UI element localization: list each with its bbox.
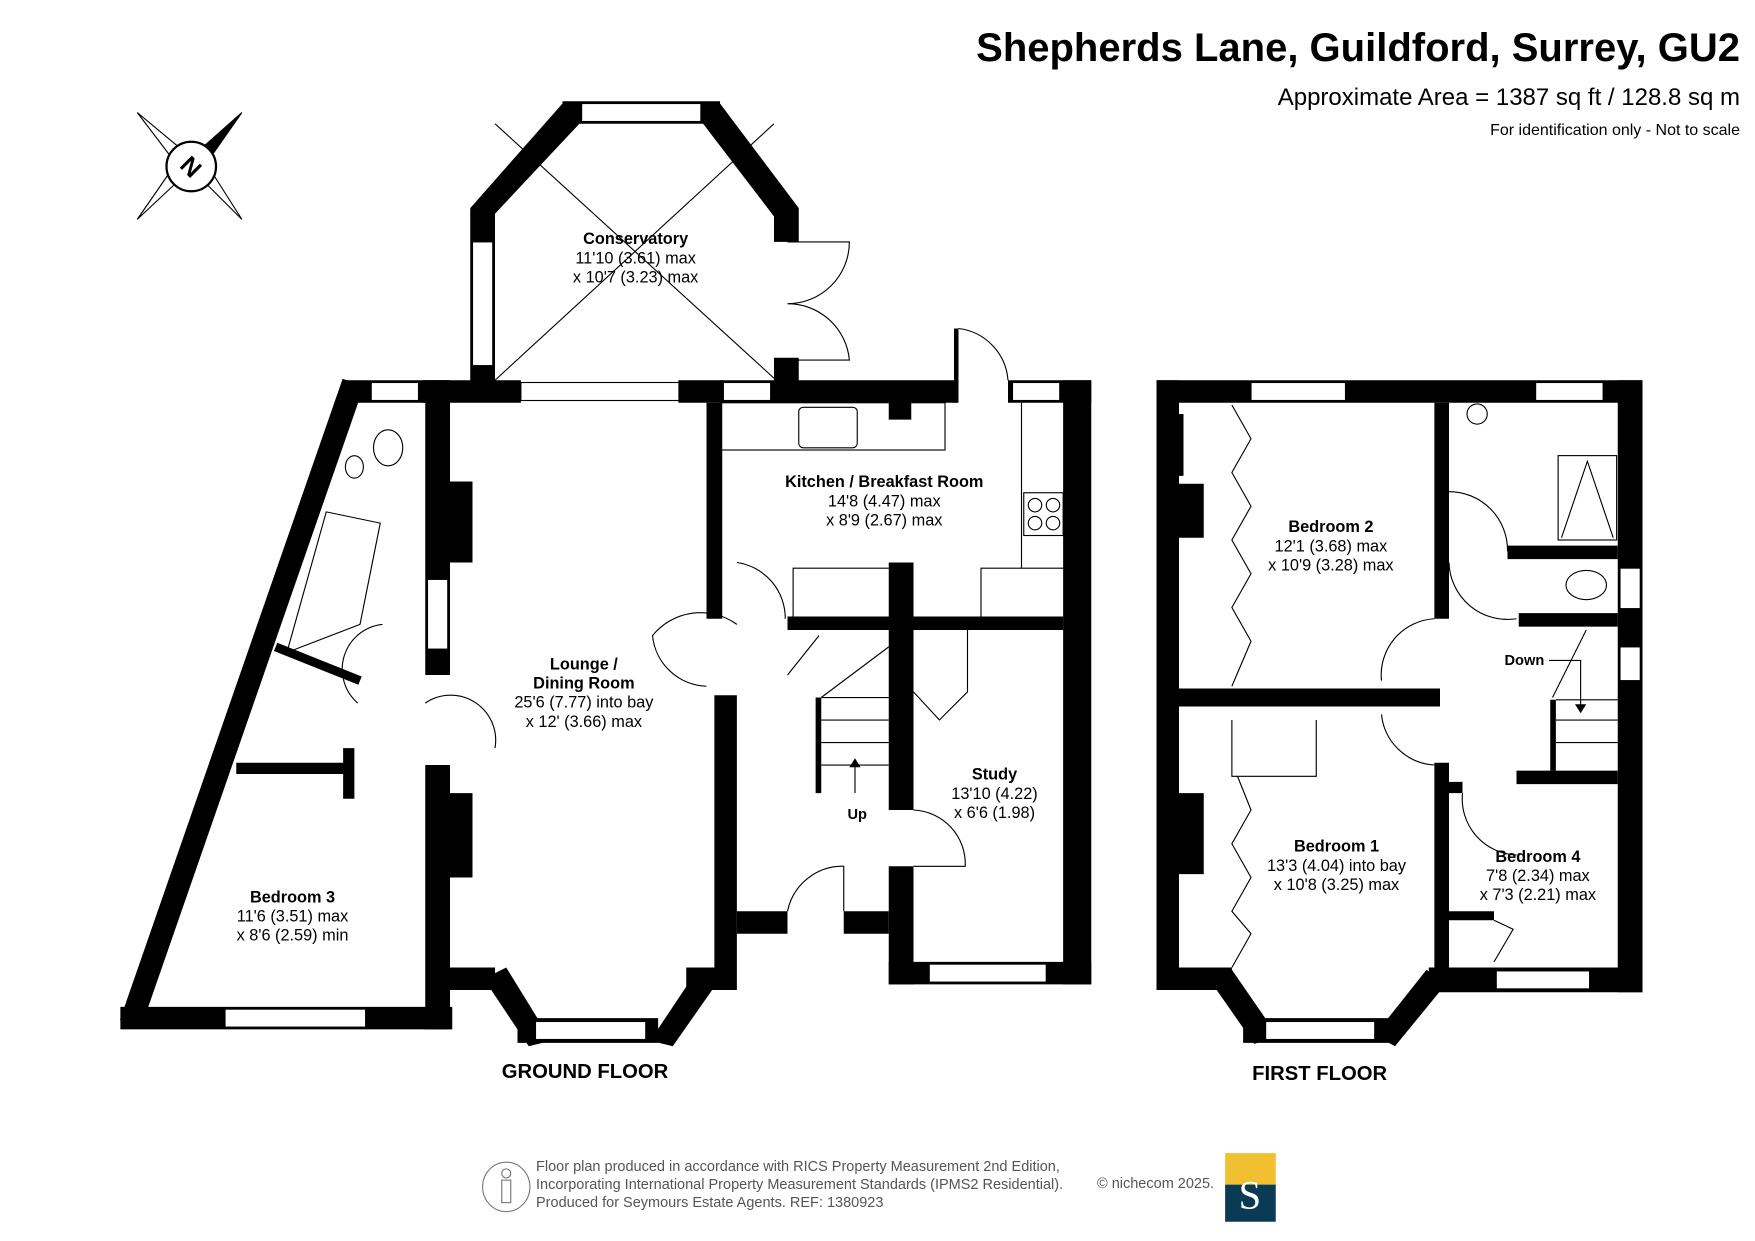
approximate-area: Approximate Area = 1387 sq ft / 128.8 sq… (1277, 84, 1740, 111)
ground-floor-plan (119, 101, 1092, 1047)
stairs-up-label: Up (848, 807, 868, 823)
svg-text:11'10 (3.61) max: 11'10 (3.61) max (575, 249, 696, 267)
property-title: Shepherds Lane, Guildford, Surrey, GU2 (976, 26, 1740, 70)
svg-text:Lounge /: Lounge / (550, 655, 618, 673)
room-label-study: Study 13'10 (4.22) x 6'6 (1.98) (951, 766, 1037, 822)
svg-text:x 10'8 (3.25) max: x 10'8 (3.25) max (1274, 876, 1399, 894)
svg-text:x 6'6 (1.98): x 6'6 (1.98) (954, 804, 1035, 822)
svg-text:Bedroom 1: Bedroom 1 (1294, 838, 1379, 856)
svg-text:13'10 (4.22): 13'10 (4.22) (951, 785, 1037, 803)
compass-icon: N (136, 112, 243, 220)
room-label-bedroom-2: Bedroom 2 12'1 (3.68) max x 10'9 (3.28) … (1268, 518, 1393, 574)
footer-disclaimer: Floor plan produced in accordance with R… (536, 1158, 1063, 1212)
svg-text:13'3 (4.04) into bay: 13'3 (4.04) into bay (1267, 857, 1407, 875)
svg-text:12'1 (3.68) max: 12'1 (3.68) max (1275, 537, 1388, 555)
copyright: © nichecom 2025. (1097, 1176, 1215, 1192)
room-label-bedroom-4: Bedroom 4 7'8 (2.34) max x 7'3 (2.21) ma… (1480, 848, 1596, 904)
svg-text:x 10'7 (3.23) max: x 10'7 (3.23) max (573, 268, 698, 286)
svg-text:Conservatory: Conservatory (583, 230, 688, 248)
svg-text:Bedroom 2: Bedroom 2 (1288, 518, 1373, 536)
ground-floor-label: GROUND FLOOR (502, 1061, 669, 1083)
footer-line-2: Incorporating International Property Mea… (536, 1177, 1064, 1193)
svg-text:x 8'6 (2.59) min: x 8'6 (2.59) min (237, 927, 349, 945)
svg-text:Study: Study (972, 766, 1017, 784)
first-floor-label: FIRST FLOOR (1252, 1063, 1387, 1085)
svg-text:x 8'9 (2.67) max: x 8'9 (2.67) max (826, 511, 942, 529)
svg-text:Dining Room: Dining Room (533, 675, 634, 693)
svg-text:7'8 (2.34) max: 7'8 (2.34) max (1486, 867, 1590, 885)
svg-text:x 10'9 (3.28) max: x 10'9 (3.28) max (1268, 556, 1393, 574)
room-label-bedroom-1: Bedroom 1 13'3 (4.04) into bay x 10'8 (3… (1267, 838, 1407, 894)
person-icon (482, 1161, 531, 1213)
footer-line-1: Floor plan produced in accordance with R… (536, 1159, 1060, 1175)
room-label-bedroom-3: Bedroom 3 11'6 (3.51) max x 8'6 (2.59) m… (237, 888, 349, 944)
room-label-conservatory: Conservatory 11'10 (3.61) max x 10'7 (3.… (573, 230, 698, 286)
svg-text:Bedroom 3: Bedroom 3 (250, 888, 335, 906)
staircase (815, 646, 890, 794)
stairs-down-label: Down (1504, 653, 1544, 669)
footer-line-3: Produced for Seymours Estate Agents. REF… (536, 1195, 884, 1211)
svg-text:Bedroom 4: Bedroom 4 (1495, 848, 1580, 866)
svg-text:14'8 (4.47) max: 14'8 (4.47) max (828, 492, 941, 510)
svg-text:Kitchen / Breakfast Room: Kitchen / Breakfast Room (785, 473, 983, 491)
svg-text:x 12' (3.66) max: x 12' (3.66) max (526, 713, 642, 731)
first-floor-plan (1156, 380, 1643, 1047)
svg-text:x 7'3 (2.21) max: x 7'3 (2.21) max (1480, 886, 1596, 904)
seymours-logo: S (1225, 1153, 1276, 1222)
room-label-kitchen: Kitchen / Breakfast Room 14'8 (4.47) max… (785, 473, 983, 529)
svg-text:S: S (1239, 1172, 1262, 1217)
svg-text:11'6 (3.51) max: 11'6 (3.51) max (237, 907, 349, 925)
svg-text:25'6 (7.77) into bay: 25'6 (7.77) into bay (514, 694, 654, 712)
scale-note: For identification only - Not to scale (1490, 122, 1740, 139)
room-label-lounge: Lounge / Dining Room 25'6 (7.77) into ba… (514, 655, 654, 730)
